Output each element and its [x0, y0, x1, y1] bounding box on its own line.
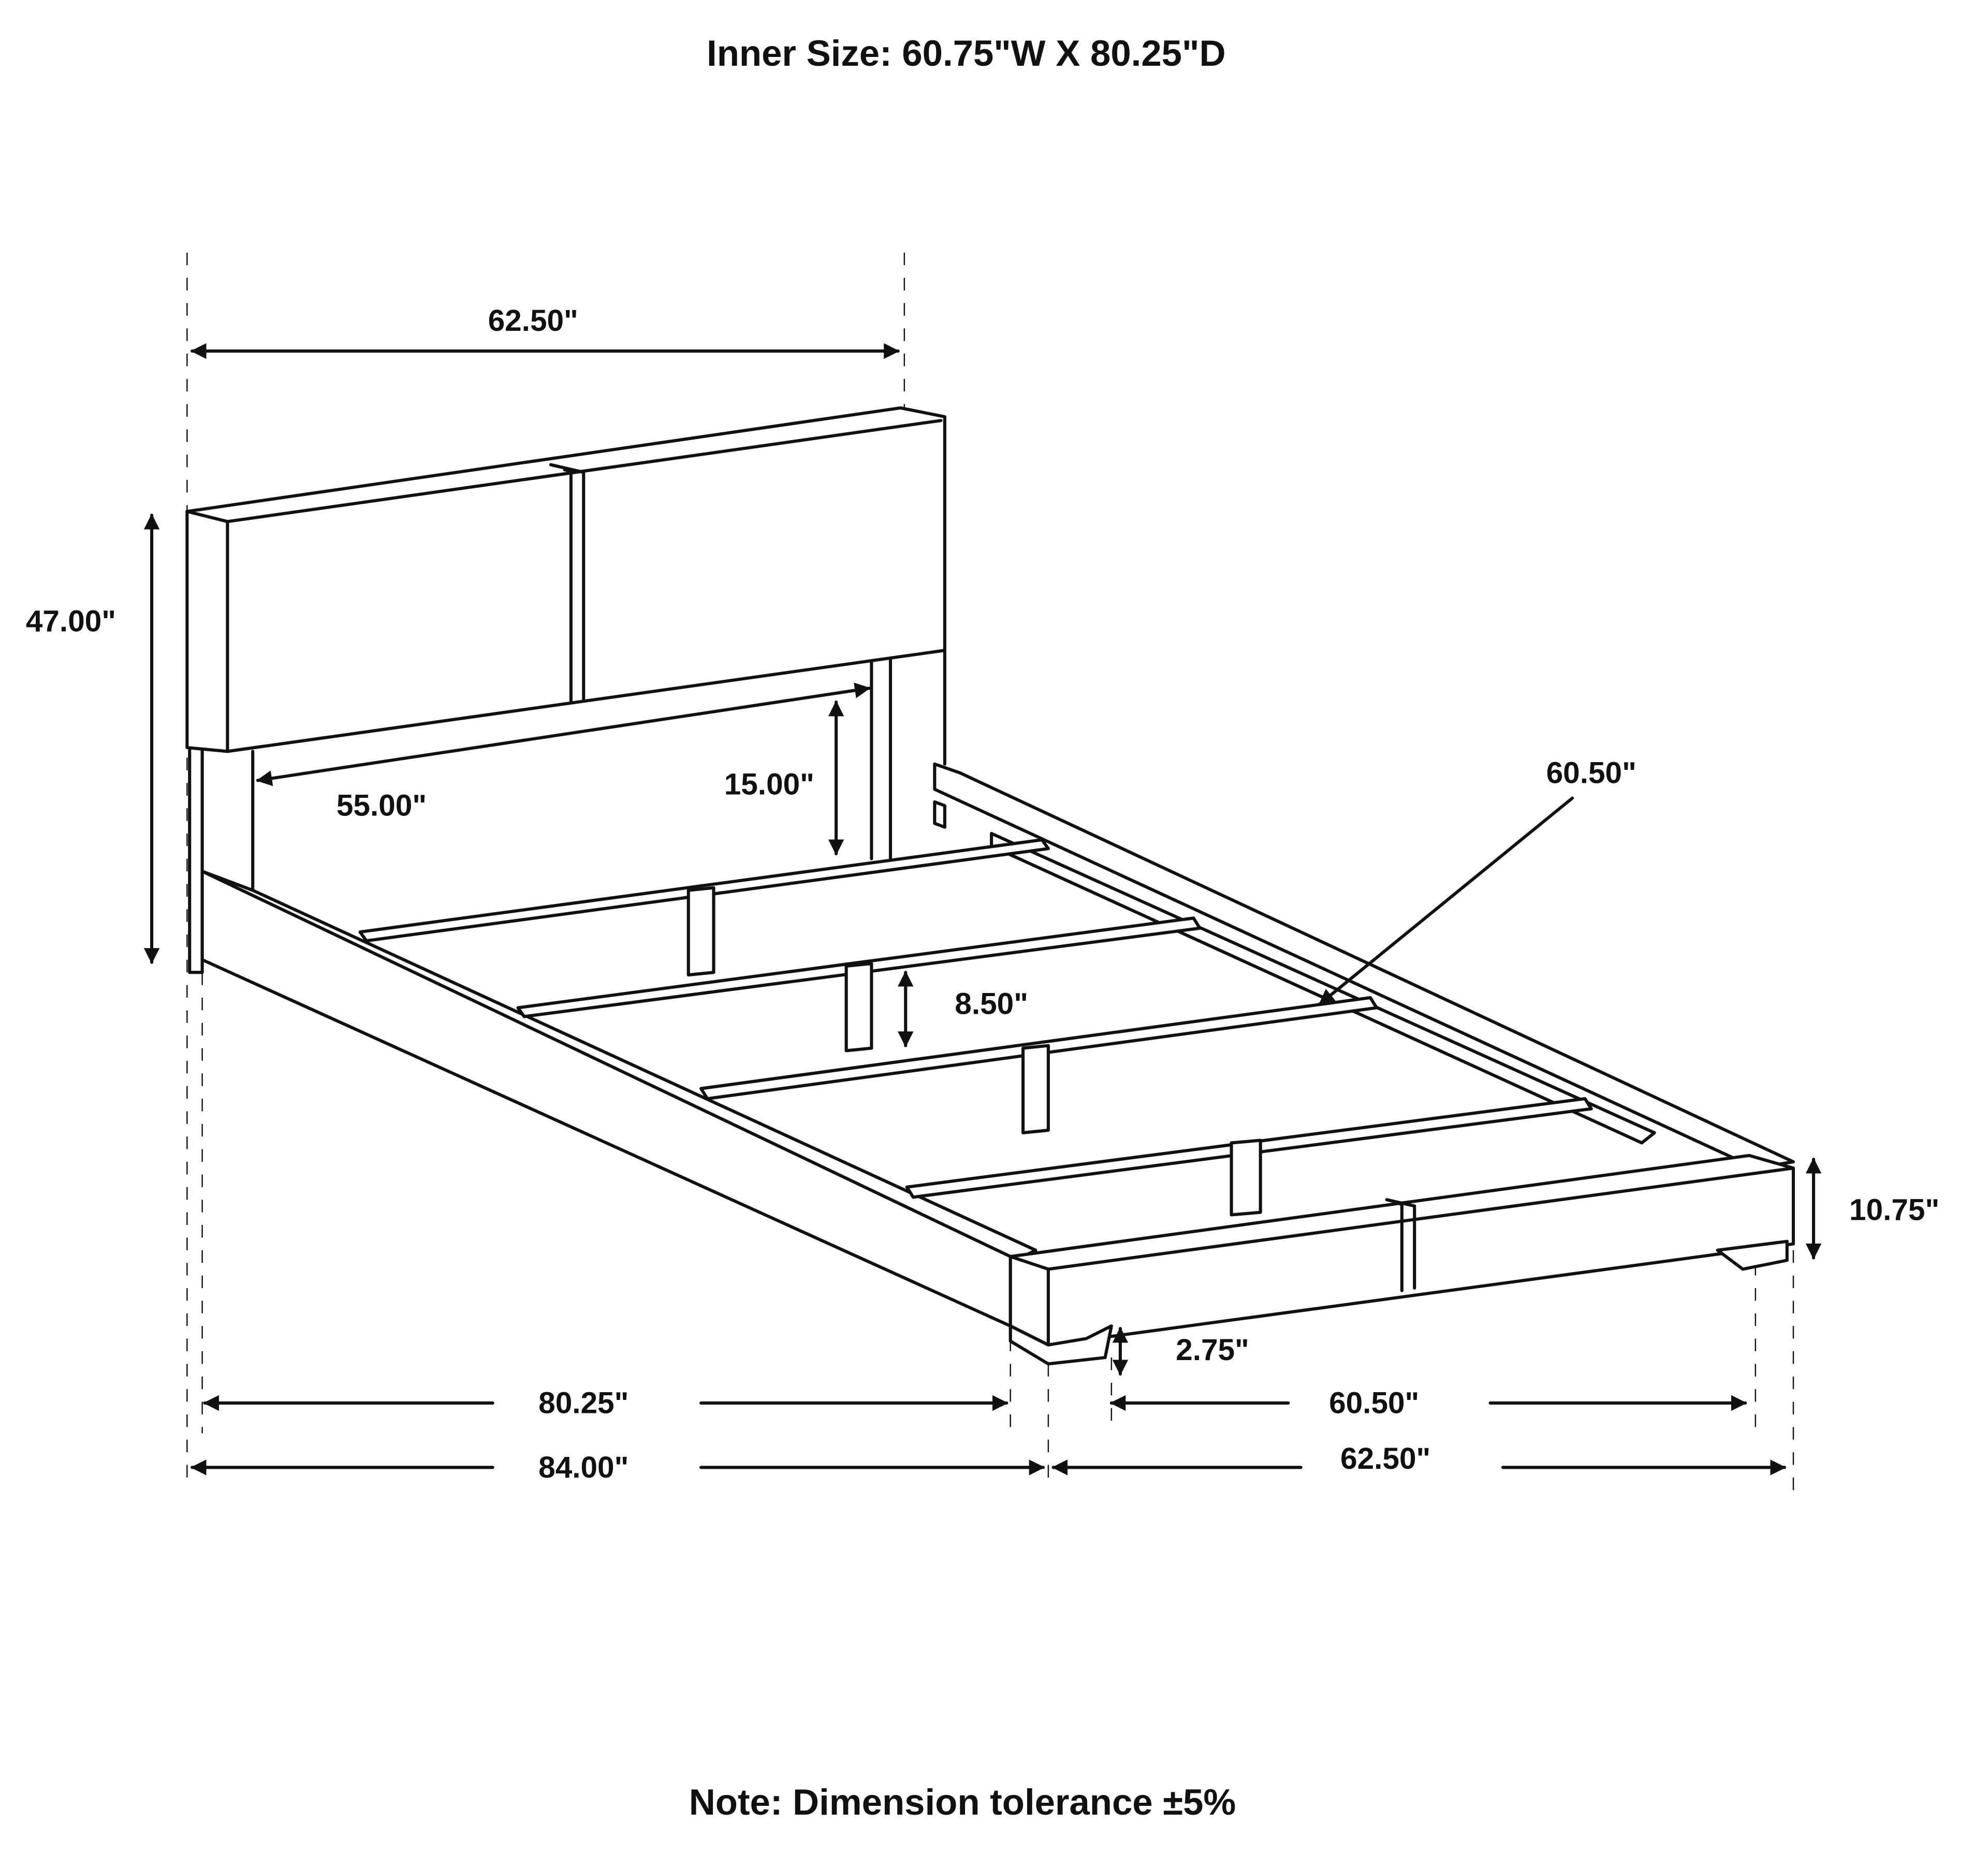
- label-inner-width: 60.50": [1329, 1386, 1419, 1420]
- right-foot: [1716, 1239, 1789, 1271]
- label-headboard-inner-width: 55.00": [337, 789, 427, 823]
- extension-lines: [186, 252, 1794, 1491]
- label-headboard-width: 62.50": [488, 304, 578, 338]
- label-overall-length: 84.00": [538, 1451, 628, 1484]
- center-rail: [990, 831, 1656, 1145]
- arrow-slat-length-leader: [1318, 796, 1574, 1006]
- dimension-labels: 62.50" 47.00" 55.00" 15.00" 60.50" 8.50"…: [26, 304, 1939, 1484]
- dimension-arrows: [143, 343, 1822, 1476]
- label-leg-height: 2.75": [1176, 1333, 1249, 1367]
- bed-drawing: [185, 406, 1795, 1366]
- support-legs: [686, 886, 1262, 1217]
- label-inner-length: 80.25": [538, 1386, 628, 1420]
- arrow-headboard-inner-width: [256, 682, 871, 786]
- headboard-panel: [185, 406, 946, 753]
- label-slat-length: 60.50": [1546, 756, 1636, 790]
- label-footboard-height: 10.75": [1849, 1193, 1939, 1226]
- front-foot: [1008, 1324, 1113, 1366]
- inner-size-title: Inner Size: 60.75"W X 80.25"D: [707, 33, 1226, 74]
- label-slat-support-height: 8.50": [955, 987, 1028, 1021]
- left-side-rail: [200, 869, 1037, 1328]
- label-overall-width: 62.50": [1340, 1442, 1430, 1476]
- label-headboard-height: 47.00": [26, 605, 116, 638]
- tolerance-note: Note: Dimension tolerance ±5%: [689, 1782, 1236, 1822]
- label-headboard-clearance: 15.00": [724, 767, 814, 801]
